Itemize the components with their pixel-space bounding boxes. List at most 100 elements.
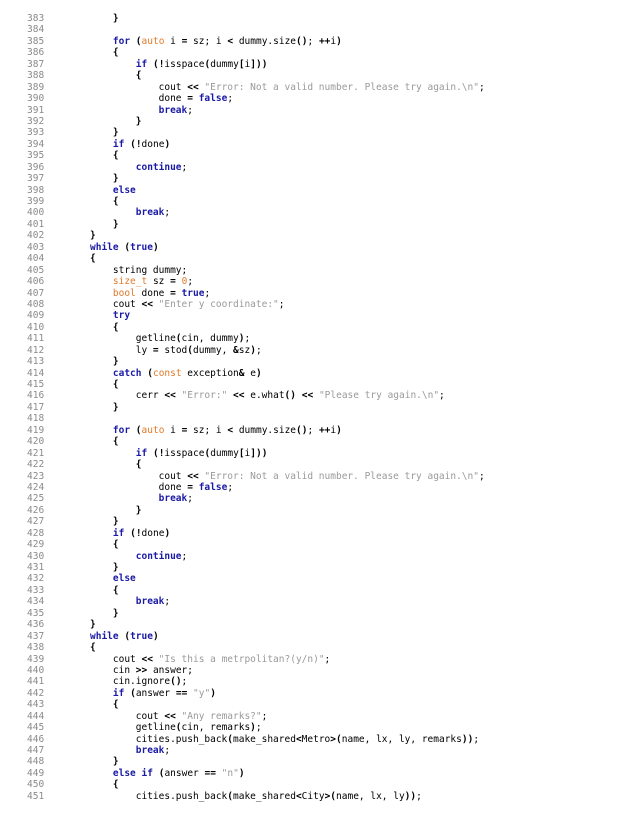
code-line: 423 cout << "Error: Not a valid number. … [0,471,638,482]
line-number: 448 [27,756,45,768]
code-text: if (!done) [112,138,171,150]
code-line: 409 try [0,310,638,321]
line-number: 405 [27,264,45,276]
code-text: } [112,401,119,413]
line-number: 425 [27,493,45,505]
code-text: ly = stod(dummy, &sz); [90,344,262,356]
code-text: } [112,607,119,619]
code-text: size_t sz = 0; [112,276,194,288]
line-number: 412 [27,344,45,356]
code-line: 386 { [0,47,638,58]
code-line: 422 { [0,459,638,470]
code-line: 427 } [0,516,638,527]
line-number: 398 [27,184,45,196]
code-text: cerr << "Error:" << e.what() << "Please … [90,390,445,402]
line-number: 416 [27,390,45,402]
code-text: { [135,70,142,82]
code-line: 412 ly = stod(dummy, &sz); [0,345,638,356]
code-text: cities.push_back(make_shared<Metro>(name… [90,733,480,745]
code-line: 385 for (auto i = sz; i < dummy.size(); … [0,36,638,47]
line-number: 439 [27,653,45,665]
line-number: 413 [27,356,45,368]
line-number: 450 [27,779,45,791]
line-number: 409 [27,310,45,322]
line-number: 389 [27,81,45,93]
code-text: cin.ignore(); [90,676,188,688]
code-text: } [90,619,96,631]
code-line: 449 else if (answer == "n") [0,768,638,779]
code-text: } [90,230,96,242]
code-text: { [112,196,119,207]
code-text: cout << "Is this a metrpolitan?(y/n)"; [90,653,331,665]
code-text: done = false; [90,481,234,493]
line-number: 442 [27,687,45,699]
code-text: bool done = true; [112,287,211,299]
line-number: 392 [27,115,45,127]
line-number: 391 [27,104,45,116]
code-text: } [112,562,119,573]
code-text: { [112,150,119,162]
code-line: 421 if (!isspace(dummy[i])) [0,448,638,459]
code-text: { [112,321,119,333]
code-text: } [112,356,119,368]
code-line: 408 cout << "Enter y coordinate:"; [0,299,638,310]
code-text: catch (const exception& e) [112,367,262,379]
code-line: 383 } [0,13,638,24]
code-text: { [112,539,119,551]
code-text: while (true) [90,241,159,253]
code-line: 415 { [0,379,638,390]
line-number: 400 [27,207,45,219]
code-line: 436} [0,619,638,630]
code-text: else [112,184,136,196]
code-text: { [112,699,119,711]
line-number: 426 [27,504,45,516]
code-text: break; [135,596,171,608]
code-line: 410 { [0,322,638,333]
line-number: 434 [27,596,45,608]
code-line: 429 { [0,539,638,550]
code-text: try [112,310,131,322]
code-line: 413 } [0,356,638,367]
code-text: { [112,779,119,791]
code-line: 428 if (!done) [0,528,638,539]
line-number: 394 [27,138,45,150]
code-line: 395 { [0,150,638,161]
code-line: 440 cin >> answer; [0,665,638,676]
code-line: 442 if (answer == "y") [0,688,638,699]
code-text: else if (answer == "n") [112,767,245,779]
line-number: 396 [27,161,45,173]
code-line: 399 { [0,196,638,207]
line-number: 440 [27,664,45,676]
code-line: 444 cout << "Any remarks?"; [0,711,638,722]
code-text: { [112,584,119,596]
code-line: 448 } [0,756,638,767]
line-number: 390 [27,93,45,105]
code-text: { [112,47,119,59]
code-line: 425 break; [0,493,638,504]
line-number: 422 [27,459,45,471]
line-number: 393 [27,127,45,139]
line-number: 449 [27,767,45,779]
code-line: 402} [0,230,638,241]
code-line: 435 } [0,608,638,619]
line-number: 435 [27,607,45,619]
code-line: 426 } [0,505,638,516]
code-line: 441 cin.ignore(); [0,676,638,687]
code-line: 417 } [0,402,638,413]
line-number: 384 [27,24,45,36]
code-line: 443 { [0,699,638,710]
code-line: 407 bool done = true; [0,288,638,299]
code-text: { [112,379,119,390]
line-number: 431 [27,562,45,573]
line-number: 446 [27,733,45,745]
line-number: 408 [27,298,45,310]
code-line: 411 getline(cin, dummy); [0,333,638,344]
code-line: 433 { [0,585,638,596]
line-number: 407 [27,287,45,299]
line-number: 427 [27,516,45,528]
code-line: 392 } [0,116,638,127]
code-line: 400 break; [0,207,638,218]
